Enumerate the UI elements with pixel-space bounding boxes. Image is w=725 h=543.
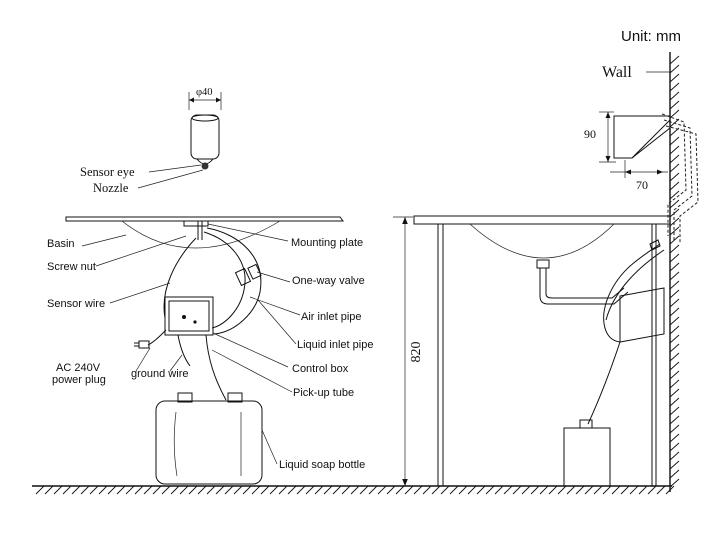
label-liquid-inlet-pipe: Liquid inlet pipe (297, 339, 373, 351)
label-liquid-soap-bottle: Liquid soap bottle (279, 459, 365, 471)
wall-hatching (669, 55, 680, 488)
bracket-height-dim: 90 (584, 127, 596, 141)
label-power-plug-line1: AC 240V (56, 362, 101, 374)
wall-label: Wall (602, 64, 632, 81)
sensor-diameter-dim: φ40 (196, 87, 213, 98)
right-installation: 90 70 (413, 111, 699, 487)
floor (32, 485, 675, 495)
label-basin: Basin (47, 238, 75, 250)
floor-hatching (35, 485, 675, 495)
label-power-plug-line2: power plug (52, 374, 106, 386)
height-dim-label: 820 (409, 342, 424, 363)
label-nozzle: Nozzle (93, 181, 129, 195)
left-installation (65, 216, 344, 485)
label-air-inlet-pipe: Air inlet pipe (301, 311, 362, 323)
label-control-box: Control box (292, 363, 349, 375)
label-mounting-plate: Mounting plate (291, 237, 363, 249)
label-pickup-tube: Pick-up tube (293, 387, 354, 399)
label-one-way-valve: One-way valve (292, 275, 365, 287)
label-sensor-eye: Sensor eye (80, 165, 135, 179)
label-screw-nut: Screw nut (47, 261, 96, 273)
wall: Wall (602, 52, 680, 492)
sensor-head: φ40 Sensor eye Nozzle (80, 87, 222, 195)
bracket-depth-dim: 70 (636, 178, 648, 192)
unit-label: Unit: mm (621, 28, 681, 45)
label-ground-wire: ground wire (131, 368, 188, 380)
label-sensor-wire: Sensor wire (47, 298, 105, 310)
height-dimension: 820 (393, 216, 424, 486)
